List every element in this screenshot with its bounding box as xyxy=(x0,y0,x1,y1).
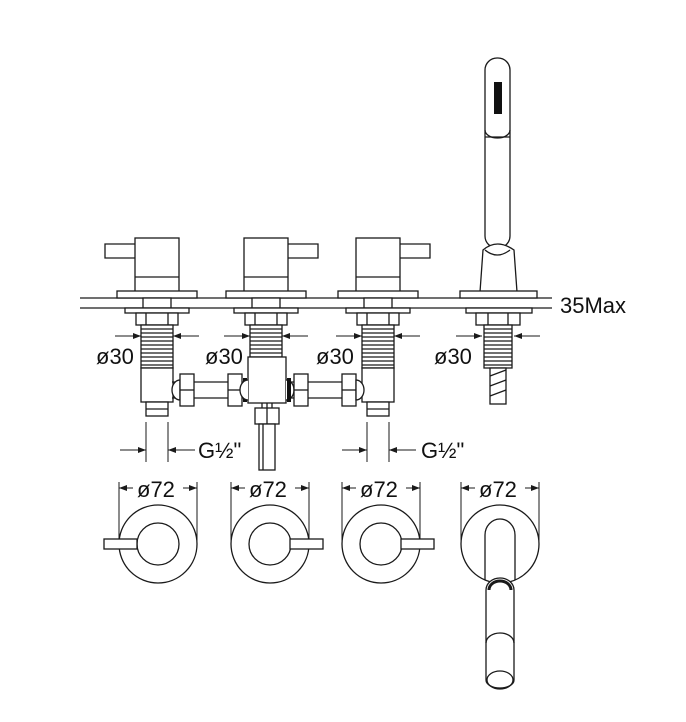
thread-diameter-label: ø30 xyxy=(96,344,134,369)
plan-view-3 xyxy=(341,482,435,584)
thread-diameter-label: ø30 xyxy=(316,344,354,369)
valve-1 xyxy=(104,237,198,417)
valves-side-view xyxy=(104,237,431,417)
rosette-labels: ø72 ø72 ø72 ø72 xyxy=(137,477,517,502)
connection-thread-label: G½" xyxy=(198,438,241,463)
mixer-assembly xyxy=(171,356,365,471)
deck-thickness-label: 35Max xyxy=(560,293,626,318)
thread-diameter-label: ø30 xyxy=(434,344,472,369)
thread-diameter-label: ø30 xyxy=(205,344,243,369)
rosette-diameter-label: ø72 xyxy=(360,477,398,502)
plan-views xyxy=(103,482,540,584)
plan-view-2 xyxy=(230,482,324,584)
valve-2 xyxy=(225,237,319,358)
connection-dimensions: G½" G½" xyxy=(120,422,464,463)
plan-view-1 xyxy=(103,482,198,584)
handshower-side-view xyxy=(459,57,538,405)
thread-dimensions: ø30 ø30 ø30 ø30 xyxy=(96,333,540,369)
rosette-diameter-label: ø72 xyxy=(249,477,287,502)
connection-thread-label: G½" xyxy=(421,438,464,463)
valve-3 xyxy=(337,237,431,417)
rosette-diameter-label: ø72 xyxy=(137,477,175,502)
handshower-plan-view xyxy=(484,518,516,690)
rosette-diameter-label: ø72 xyxy=(479,477,517,502)
